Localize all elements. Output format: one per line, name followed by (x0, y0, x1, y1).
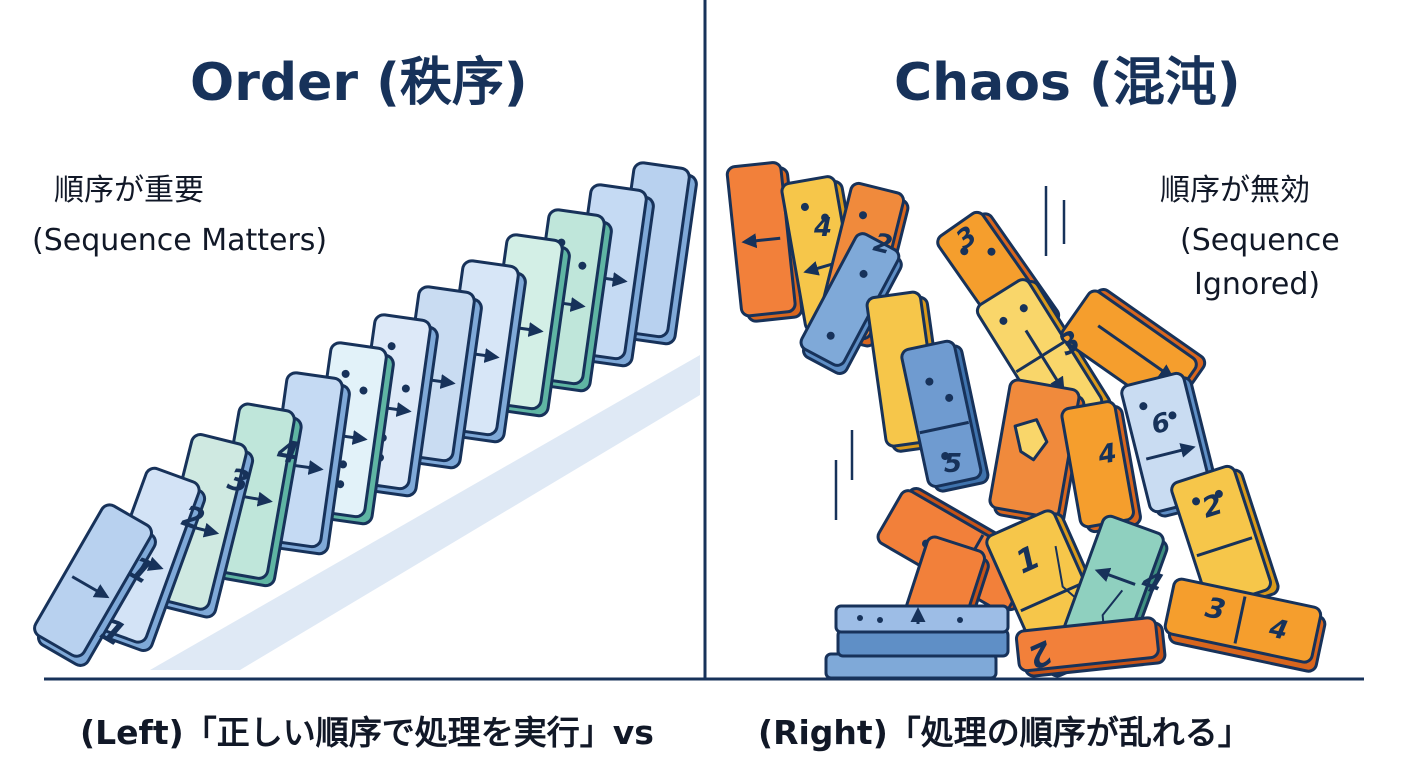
order-domino (33, 503, 157, 667)
chaos-domino (1163, 577, 1327, 673)
order-note-en: (Sequence Matters) (32, 223, 328, 258)
chaos-note-en-1: (Sequence (1180, 223, 1340, 258)
order-note-jp: 順序が重要 (54, 173, 204, 208)
chaos-pile (725, 161, 1327, 680)
chaos-flat-domino (824, 604, 1010, 680)
chaos-domino-number: 4 (813, 213, 832, 243)
chaos-domino (900, 339, 990, 493)
domino-shadow (150, 355, 700, 670)
chaos-note-en-2: Ignored) (1194, 267, 1321, 302)
chaos-domino (1060, 400, 1142, 534)
order-domino-row (33, 161, 698, 667)
chaos-domino (725, 161, 804, 323)
caption-left: (Left)「正しい順序で処理を実行」vs (80, 713, 654, 752)
chaos-title: Chaos (混沌) (894, 53, 1241, 113)
chaos-domino (1170, 464, 1280, 612)
order-title: Order (秩序) (190, 53, 528, 113)
chaos-domino (1014, 616, 1167, 678)
chaos-note-jp: 順序が無効 (1160, 173, 1310, 208)
caption-right: (Right)「処理の順序が乱れる」 (758, 713, 1251, 752)
chaos-domino-number: 5 (944, 449, 962, 479)
chaos-domino (799, 232, 903, 375)
